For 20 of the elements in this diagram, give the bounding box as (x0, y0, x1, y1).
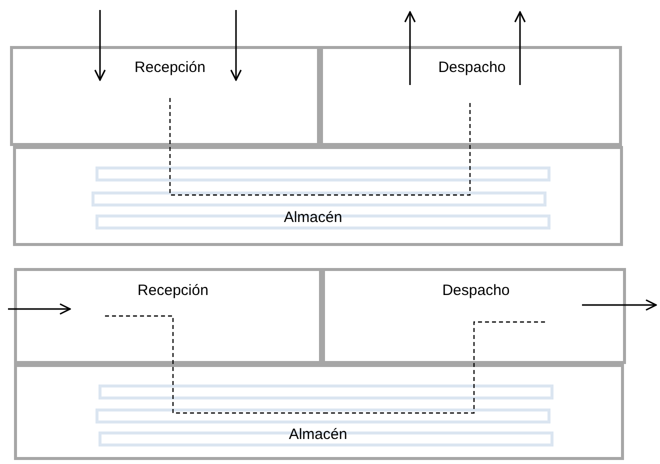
area-box (14, 268, 322, 364)
area-box (320, 46, 622, 146)
area-label: Despacho (438, 58, 506, 78)
arrow (8, 303, 71, 315)
area-label: Almacén (288, 425, 348, 445)
area-label: Almacén (284, 208, 342, 228)
arrow (94, 10, 106, 81)
flow-path (105, 315, 324, 414)
arrow (514, 11, 526, 85)
arrow (230, 10, 242, 81)
flow-path (324, 321, 546, 414)
area-label: Despacho (442, 281, 510, 301)
flow-path (320, 102, 471, 196)
flow-path (169, 98, 320, 196)
area-box (322, 268, 626, 364)
area-label: Recepción (134, 58, 206, 78)
area-label: Recepción (138, 281, 208, 301)
area-box (10, 46, 320, 146)
arrow (582, 299, 657, 311)
arrow (404, 11, 416, 85)
